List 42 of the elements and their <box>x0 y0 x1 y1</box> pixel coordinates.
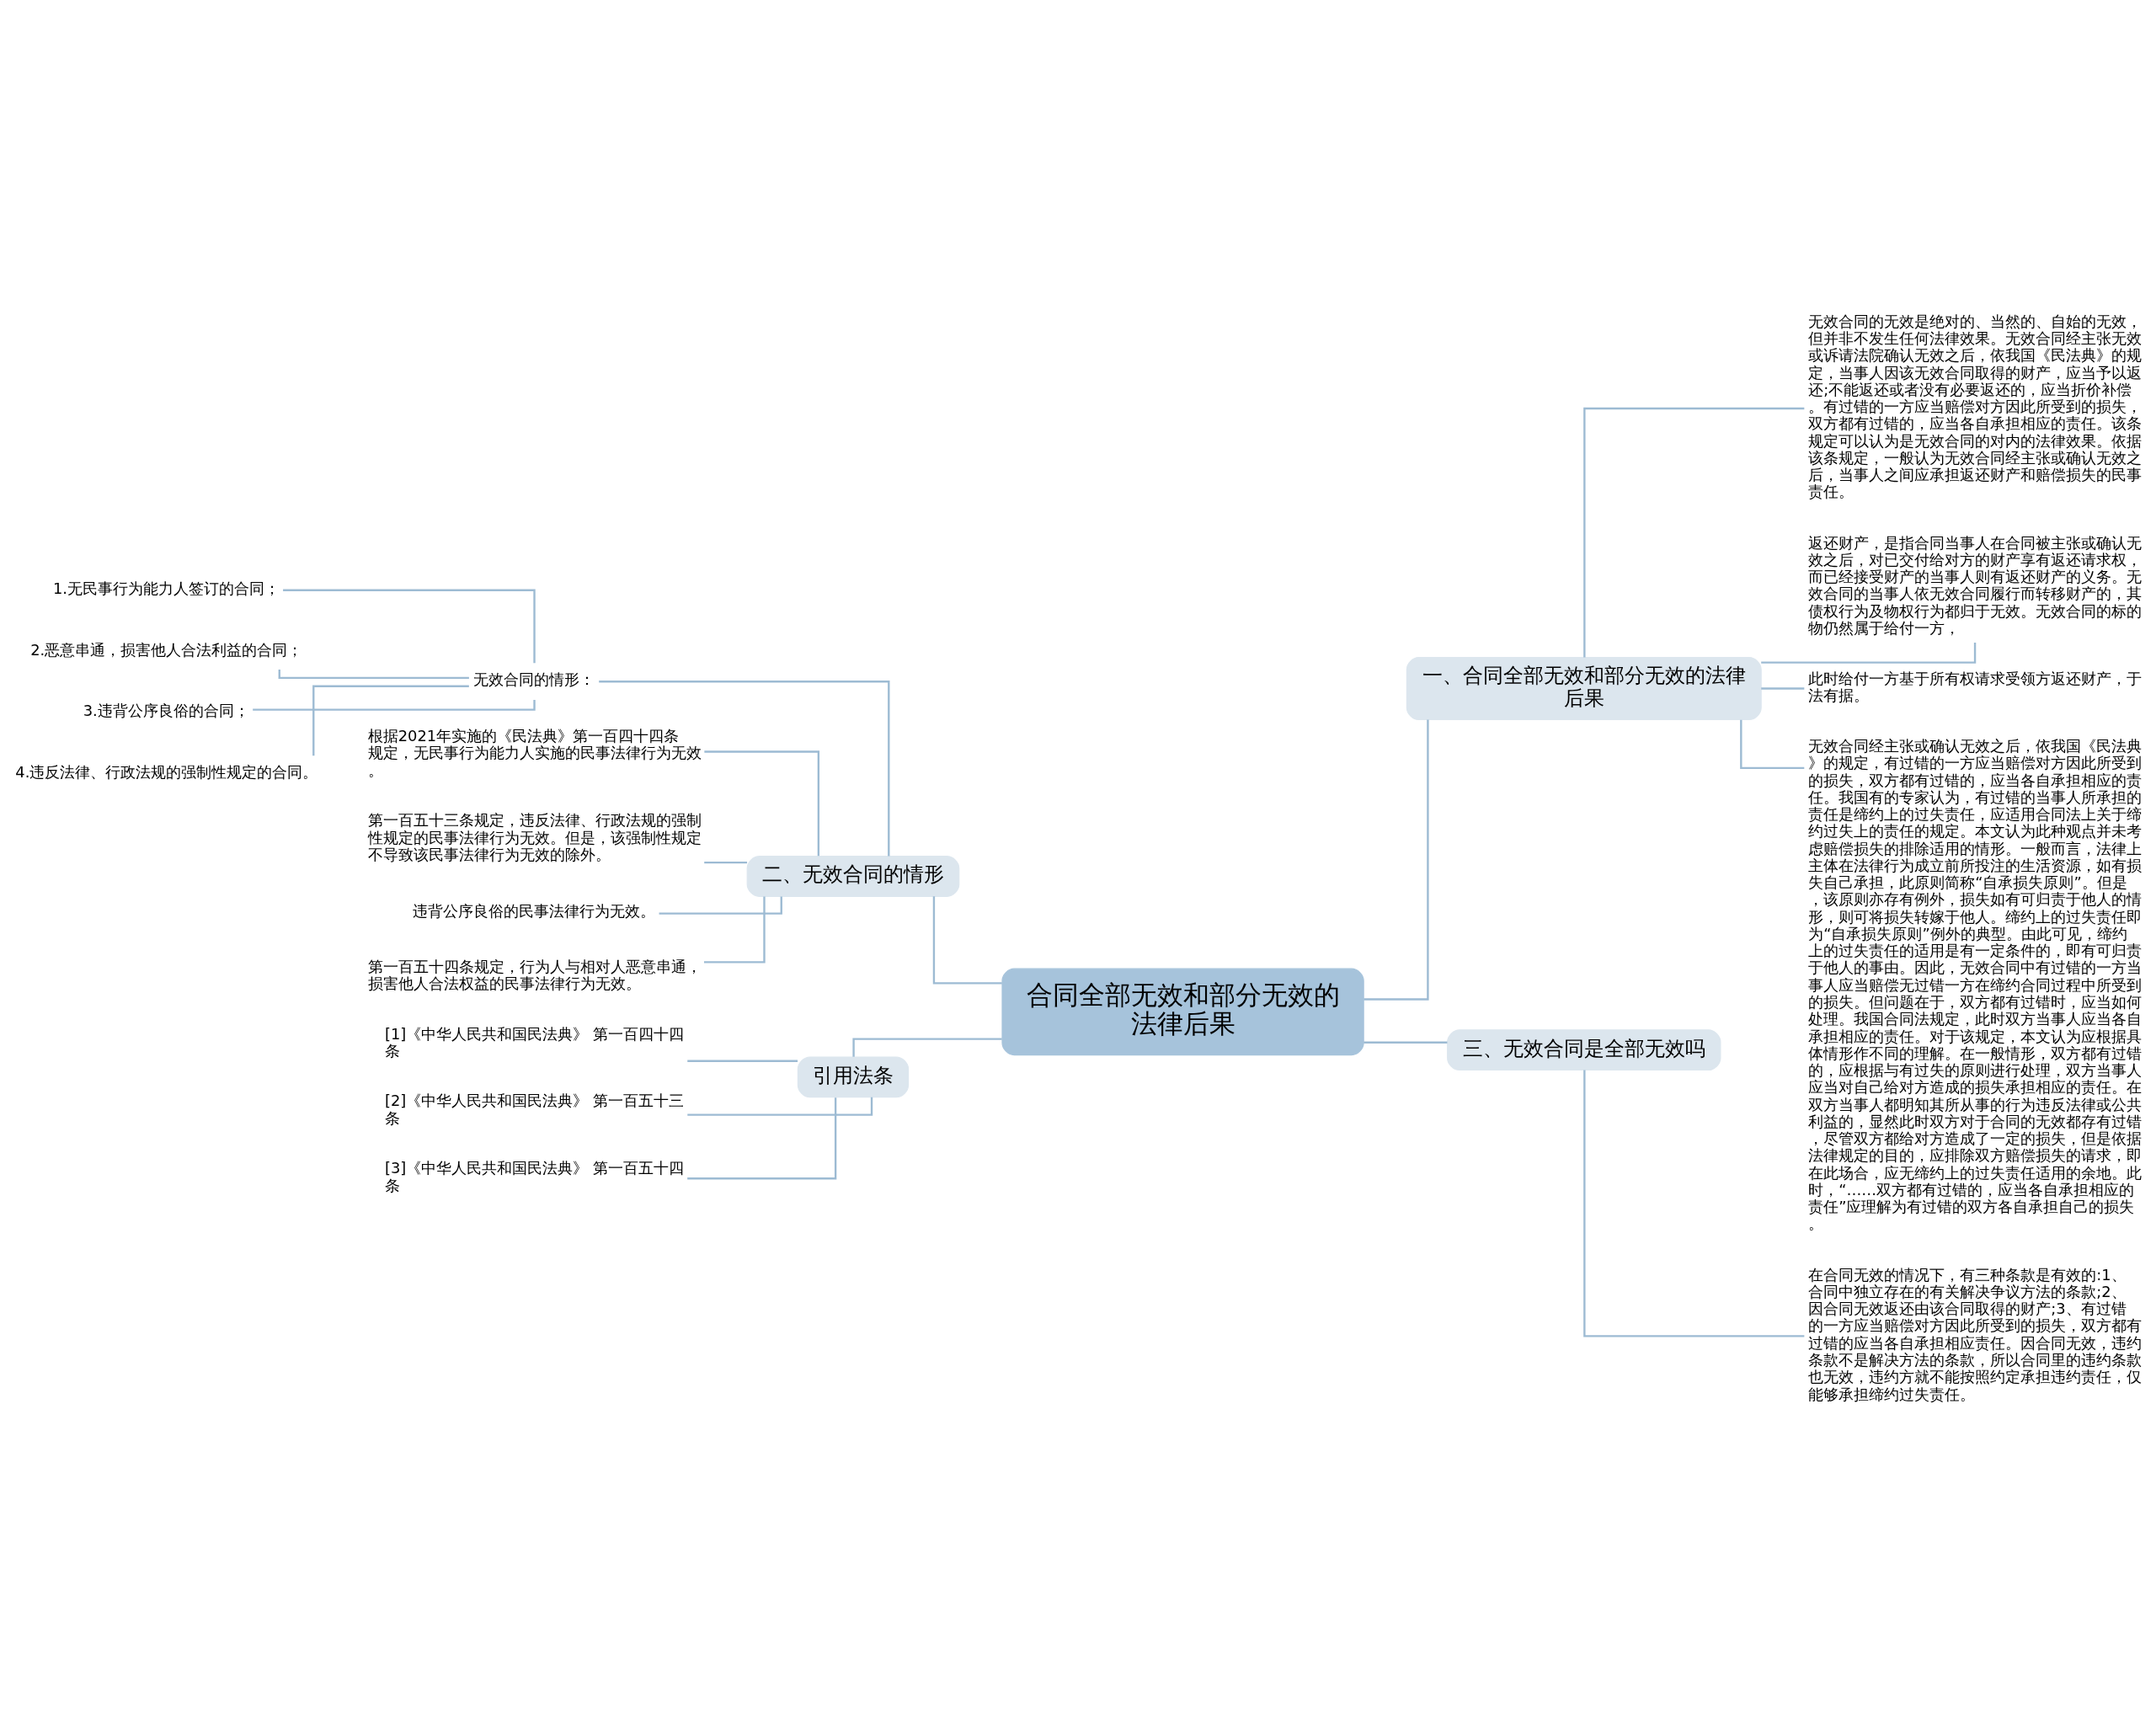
connector <box>852 1038 1002 1057</box>
connector <box>1761 687 1805 690</box>
node-text: 3.违背公序良俗的合同； <box>83 702 249 720</box>
connector <box>599 681 890 857</box>
node-text: 无效合同经主张或确认无效之后，依我国《民法典》的规定，有过错的一方应当赔偿对方因此所受到的损失，双方都有过错的，应当各自承担相应的责任。我国有的专家认为，有过错的当事人所承担的责任是缔约上的过失责任，应适用合同法上关于缔约过失上的责任的规定。本文认为此种观点并未考虑赔偿损失的排除适用的情形。一般而言，法律上主体在法律行为成立前所投注的生活资源，如有损失自己承担，此原则简称“自承损失原则”。但是，该原则亦存有例外，损失如有可归责于他人的情形，则可将损失转嫁于他人。缔约上的过失责任即为“自承损失原则”例外的典型。由此可见，缔约上的过失责任的适用是有一定条件的，即有可归责于他人的事由。因此，无效合同中有过错的一方当事人应当赔偿无过错一方在缔约合同过程中所受到的损失。但问题在于，双方都有过错时，应当如何处理。我国合同法规定，此时双方当事人应当各自承担相应的责任。对于该规定，本文认为应根据具体情形作不同的理解。在一般情形，双方都有过错的，应根据与有过失的原则进行处理，双方当事人应当对自己给对方造成的损失承担相应的责任。在双方当事人都明知其所从事的行为违反法律或公共利益的，显然此时双方对于合同的无效都存有过错，尽管双方都给对方造成了一定的损失，但是依据法律规定的目的，应排除双方赔偿损失的请求，即在此场合，应无缔约上的过失责任适用的余地。此时，“……双方都有过错的，应当各自承担相应的责任”应理解为有过错的双方各自承担自己的损失。 <box>1808 737 2143 1233</box>
connector <box>312 685 469 756</box>
node-text: 1.无民事行为能力人签订的合同； <box>52 579 280 597</box>
connector <box>283 589 536 664</box>
connector <box>1364 719 1429 1001</box>
node-box: 引用法条 <box>797 1056 910 1098</box>
connector <box>1583 407 1805 658</box>
node-box: 一、合同全部无效和部分无效的法律后果 <box>1406 657 1762 721</box>
connector <box>704 861 748 864</box>
connector <box>687 1097 873 1116</box>
node-text: 无效合同的情形： <box>472 670 595 689</box>
connector <box>1740 719 1805 770</box>
connector <box>687 1097 837 1180</box>
node-text: 无效合同的无效是绝对的、当然的、自始的无效，但并非不发生任何法律效果。无效合同经主张无效或诉请法院确认无效之后，依我国《民法典》的规定，当事人因该无效合同取得的财产，应当予以返还;不能返还或者没有必要返还的，应当折价补偿。有过错的一方应当赔偿对方因此所受到的损失，双方都有过错的，应当各自承担相应的责任。该条规定可以认为是无效合同的对内的法律效果。依据该条规定，一般认为无效合同经主张或确认无效之后，当事人之间应承担返还财产和赔偿损失的民事责任。 <box>1808 312 2143 501</box>
connector <box>253 699 536 711</box>
node-text: 2.恶意串通，损害他人合法利益的合同； <box>30 640 303 659</box>
connector <box>932 896 1002 985</box>
connector <box>1583 1070 1805 1337</box>
node-box: 三、无效合同是全部无效吗 <box>1447 1029 1721 1071</box>
node-box: 合同全部无效和部分无效的法律后果 <box>1001 968 1364 1056</box>
connector <box>1364 1041 1448 1044</box>
node-text: 根据2021年实施的《民法典》第一百四十四条规定，无民事行为能力人实施的民事法律行为无效。 <box>367 727 702 779</box>
node-text: [3]《中华人民共和国民法典》 第一百五十四条 <box>384 1159 684 1194</box>
node-text: 第一百五十三条规定，违反法律、行政法规的强制性规定的民事法律行为无效。但是，该强制性规定不导致该民事法律行为无效的除外。 <box>367 811 702 863</box>
node-text: 违背公序良俗的民事法律行为无效。 <box>413 901 656 920</box>
node-text: 返还财产，是指合同当事人在合同被主张或确认无效之后，对已交付给对方的财产享有返还请求权，而已经接受财产的当事人则有返还财产的义务。无效合同的当事人依无效合同履行而转移财产的，其债权行为及物权行为都归于无效。无效合同的标的物仍然属于给付一方， <box>1808 533 2143 637</box>
connector <box>659 896 782 915</box>
node-text: 第一百五十四条规定，行为人与相对人恶意串通，损害他人合法权益的民事法律行为无效。 <box>367 957 702 992</box>
node-box: 二、无效合同的情形 <box>746 856 960 897</box>
node-text: 此时给付一方基于所有权请求受领方返还财产，于法有据。 <box>1808 669 2143 704</box>
connector <box>278 669 469 680</box>
node-text: [1]《中华人民共和国民法典》 第一百四十四条 <box>384 1024 684 1060</box>
connector <box>704 896 766 964</box>
node-text: 4.违反法律、行政法规的强制性规定的合同。 <box>15 763 318 782</box>
connector <box>687 1060 798 1062</box>
node-text: [2]《中华人民共和国民法典》 第一百五十三条 <box>384 1092 684 1127</box>
node-text: 在合同无效的情况下，有三种条款是有效的:1、合同中独立存在的有关解决争议方法的条款;2、因合同无效返还由该合同取得的财产;3、有过错的一方应当赔偿对方因此所受到的损失，双方都有过错的应当各自承担相应责任。因合同无效，违约条款不是解决方法的条款，所以合同里的违约条款也无效，违约方就不能按照约定承担违约责任，仅能够承担缔约过失责任。 <box>1808 1265 2143 1403</box>
connector <box>704 750 820 857</box>
